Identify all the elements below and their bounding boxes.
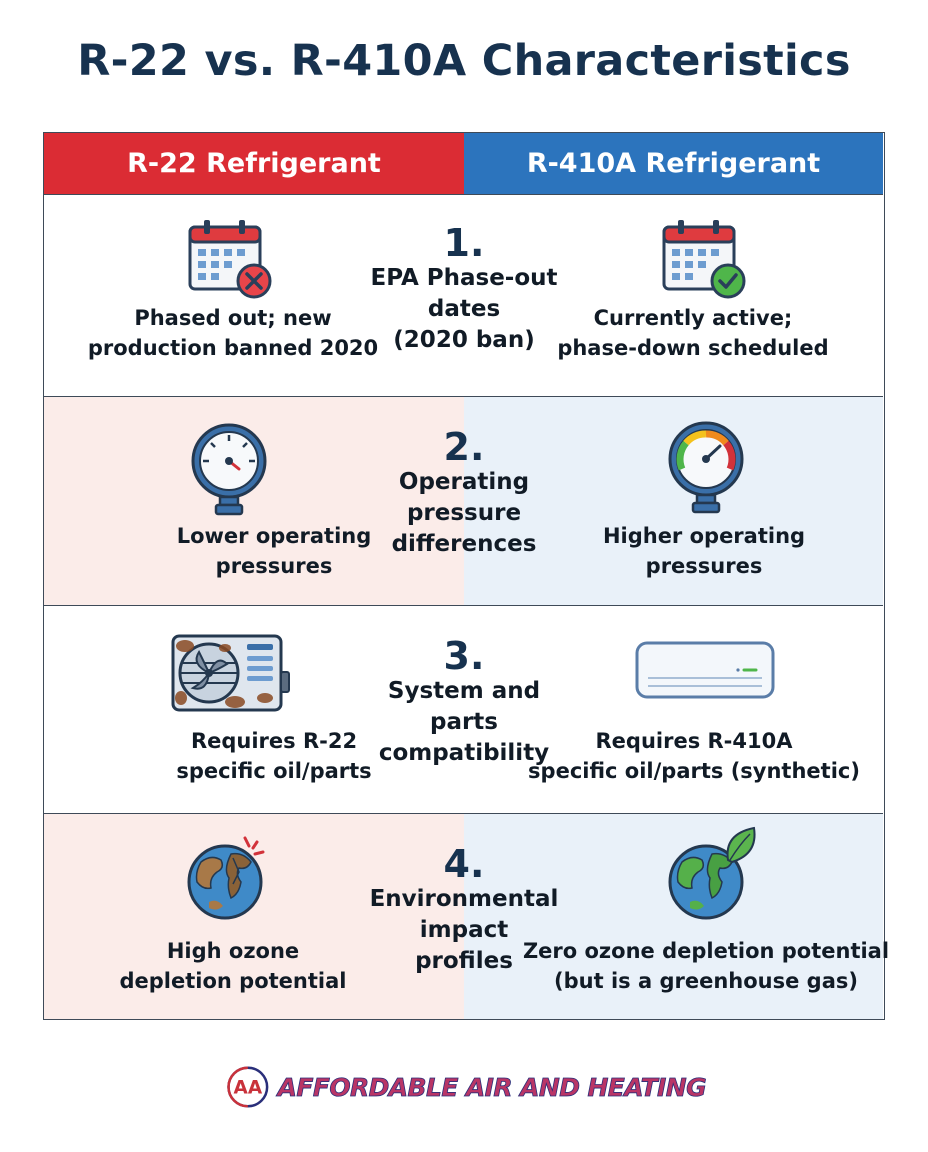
pressure-gauge-low-icon	[191, 423, 267, 516]
calendar-check-icon	[662, 220, 746, 299]
brand-name: AFFORDABLE AIR AND HEATING	[277, 1072, 707, 1102]
r410a-environmental-text: Zero ozone depletion potential (but is a…	[522, 939, 890, 993]
calendar-x-icon	[188, 220, 272, 299]
row-pressure: Lower operating pressures 2. Operating p…	[44, 396, 883, 605]
criterion-environmental: 4. Environmental impact profiles	[369, 842, 559, 974]
comparison-table: R-22 Refrigerant R-410A Refrigerant Phas…	[43, 132, 889, 1020]
r22-environmental-text: High ozone depletion potential	[119, 939, 347, 993]
monogram-text: AA	[234, 1078, 263, 1099]
criterion-phase-out: 1. EPA Phase-out dates (2020 ban)	[370, 221, 558, 353]
r22-pressure-text: Lower operating pressures	[176, 524, 372, 578]
row-environmental: High ozone depletion potential 4. Enviro…	[44, 813, 889, 1019]
header-r410a: R-410A Refrigerant	[464, 133, 883, 194]
row-compatibility: Requires R-22 specific oil/parts 3. Syst…	[44, 605, 883, 813]
header-r22: R-22 Refrigerant	[44, 133, 464, 194]
r410a-phase-out-text: Currently active; phase-down scheduled	[557, 306, 829, 360]
row-phase-out: Phased out; new production banned 2020 1…	[44, 194, 883, 396]
r22-phase-out-text: Phased out; new production banned 2020	[87, 306, 379, 360]
criterion-compatibility: 3. System and parts compatibility	[378, 634, 550, 766]
r410a-compatibility-text: Requires R-410A specific oil/parts (synt…	[528, 729, 860, 783]
rusty-outdoor-ac-unit-icon	[171, 634, 290, 712]
aa-monogram-icon: AA	[227, 1066, 269, 1108]
r410a-pressure-text: Higher operating pressures	[602, 524, 806, 578]
pressure-gauge-high-icon	[668, 421, 744, 514]
damaged-globe-icon	[187, 836, 265, 920]
r22-compatibility-text: Requires R-22 specific oil/parts	[176, 729, 372, 783]
brand-logo: AA AFFORDABLE AIR AND HEATING	[226, 1061, 707, 1113]
page-title: R-22 vs. R-410A Characteristics	[77, 36, 851, 86]
criterion-pressure: 2. Operating pressure differences	[391, 425, 537, 557]
globe-leaf-icon	[668, 826, 756, 920]
wall-mounted-ac-unit-icon	[635, 641, 775, 699]
